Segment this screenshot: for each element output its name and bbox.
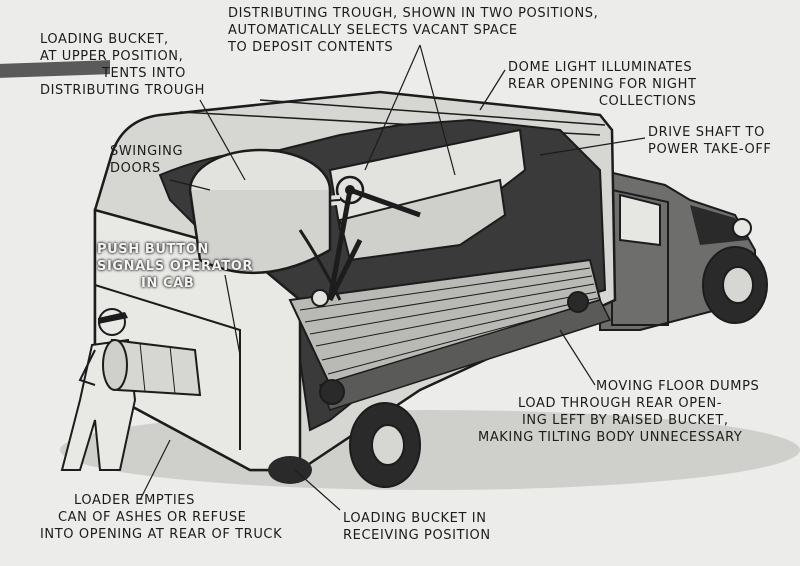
loader-figure xyxy=(60,308,202,471)
label-loading-bucket-upper: LOADING BUCKET, AT UPPER POSITION, TENTS… xyxy=(40,32,206,98)
distributing-trough xyxy=(275,128,527,302)
hood xyxy=(690,205,748,245)
label-distributing-trough: DISTRIBUTING TROUGH, SHOWN IN TWO POSITI… xyxy=(228,6,599,55)
front-wheel xyxy=(702,246,768,324)
rear-wheels xyxy=(268,402,421,488)
headlight xyxy=(732,218,752,238)
ash-can xyxy=(102,338,202,397)
label-moving-floor: MOVING FLOOR DUMPS LOAD THROUGH REAR OPE… xyxy=(478,379,760,445)
label-loading-bucket-receiving: LOADING BUCKET IN RECEIVING POSITION xyxy=(343,511,491,543)
moving-floor xyxy=(288,258,612,411)
loading-bucket-raised xyxy=(188,148,342,307)
label-drive-shaft: DRIVE SHAFT TO POWER TAKE-OFF xyxy=(648,125,772,157)
label-loader: LOADER EMPTIES CAN OF ASHES OR REFUSE IN… xyxy=(40,493,283,542)
label-dome-light: DOME LIGHT ILLUMINATES REAR OPENING FOR … xyxy=(508,60,697,109)
leader-lines xyxy=(139,44,646,511)
label-swinging-doors: SWINGING DOORS xyxy=(110,144,184,176)
label-push-button: PUSH BUTTON SIGNALS OPERATOR IN CAB xyxy=(97,242,254,291)
cab-window xyxy=(619,193,661,247)
